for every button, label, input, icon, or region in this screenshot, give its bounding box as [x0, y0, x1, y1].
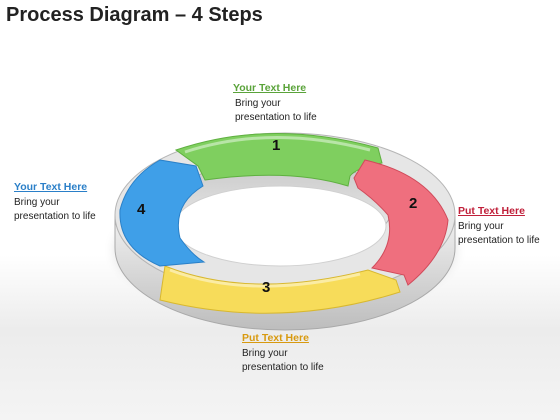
segment-4 — [119, 159, 206, 267]
callout-heading: Your Text Here — [233, 82, 307, 94]
page-title: Process Diagram – 4 Steps — [6, 4, 263, 26]
callout-heading: Put Text Here — [242, 332, 309, 344]
step-number-4: 4 — [137, 201, 146, 218]
segment-1-highlight — [184, 136, 371, 154]
callout-body: Bring your presentation to life — [458, 221, 540, 246]
segment-2 — [353, 159, 449, 286]
segment-3-highlight — [169, 268, 361, 288]
segment-3 — [159, 265, 401, 314]
callout-body: Bring your presentation to life — [235, 98, 317, 123]
step-number-1: 1 — [272, 137, 280, 154]
callout-step-3: Put Text Here Bring your presentation to… — [242, 331, 342, 375]
callout-body: Bring your presentation to life — [14, 197, 96, 222]
step-number-3: 3 — [262, 279, 270, 296]
step-number-2: 2 — [409, 195, 417, 212]
callout-body: Bring your presentation to life — [242, 348, 324, 373]
callout-heading: Your Text Here — [14, 181, 88, 193]
callout-step-2: Put Text Here Bring your presentation to… — [458, 204, 558, 248]
ring-hole — [173, 185, 387, 267]
callout-heading: Put Text Here — [458, 205, 525, 217]
callout-step-1: Your Text Here Bring your presentation t… — [233, 81, 335, 125]
callout-step-4: Your Text Here Bring your presentation t… — [14, 180, 114, 224]
